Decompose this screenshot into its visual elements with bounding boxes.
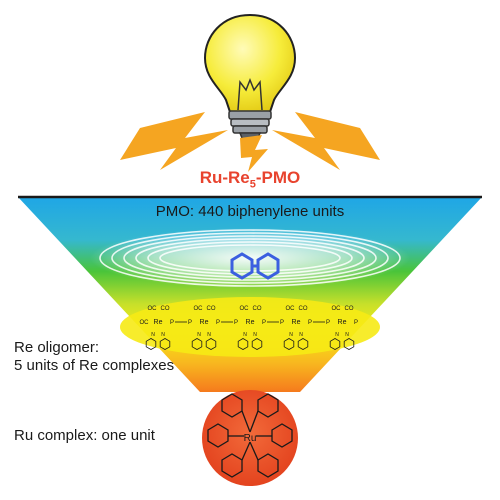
re-unit-n-label: N: [161, 332, 165, 338]
re-unit-pyridine-ring: [297, 338, 309, 350]
re-unit-bridge-label: P: [326, 320, 330, 326]
pmo-label: PMO: 440 biphenylene units: [155, 203, 345, 220]
re-unit-co-label: CO: [161, 306, 170, 312]
re-oligomer-description: 5 units of Re complexes: [14, 357, 175, 374]
re-unit-pyridine-ring: [329, 338, 341, 350]
re-unit-bridge-label: P: [354, 320, 358, 326]
re-unit-bridge-label: P: [188, 320, 192, 326]
re-unit-co-label: CO: [299, 306, 308, 312]
title-subscript: 5: [249, 178, 256, 191]
re-unit-metal-label: Re: [292, 319, 301, 326]
re-unit-oc-label: OC: [332, 306, 342, 312]
re-unit-bridge-label: P: [280, 320, 284, 326]
re-unit-pyridine-ring: [145, 338, 157, 350]
re-unit-pyridine-ring: [251, 338, 263, 350]
ru-complex-label: Ru complex: one unit: [14, 427, 155, 444]
re-unit-oc-label: OC: [140, 320, 150, 326]
re-unit-metal-label: Re: [338, 319, 347, 326]
lightning-bolt-icon: [120, 112, 380, 172]
re-unit-oc-label: OC: [240, 306, 250, 312]
re-unit-n-label: N: [243, 332, 247, 338]
biphenylene-structure: [230, 252, 280, 280]
re-unit-n-label: N: [151, 332, 155, 338]
title-main: Ru-Re: [199, 168, 250, 187]
re-unit-co-label: CO: [253, 306, 262, 312]
re-unit-pyridine-ring: [237, 338, 249, 350]
re-unit-bridge-label: P: [170, 320, 174, 326]
re-unit-oc-label: OC: [194, 306, 204, 312]
re-unit-n-label: N: [289, 332, 293, 338]
re-unit-n-label: N: [335, 332, 339, 338]
re-unit-pyridine-ring: [283, 338, 295, 350]
re-unit-pyridine-ring: [191, 338, 203, 350]
re-unit-pyridine-ring: [159, 338, 171, 350]
re-unit-metal-label: Re: [200, 319, 209, 326]
re-unit-metal-label: Re: [154, 319, 163, 326]
re-unit-bridge-label: P: [308, 320, 312, 326]
light-bulb-icon: [203, 13, 297, 144]
ru-metal-label: Ru: [244, 433, 257, 444]
re-unit-oc-label: OC: [286, 306, 296, 312]
re-unit-n-label: N: [299, 332, 303, 338]
re-unit-n-label: N: [197, 332, 201, 338]
complex-title: Ru-Re5-PMO: [0, 168, 500, 190]
re-unit-bridge-label: P: [216, 320, 220, 326]
re-unit-co-label: CO: [207, 306, 216, 312]
re-unit-metal-label: Re: [246, 319, 255, 326]
re-unit-oc-label: OC: [148, 306, 158, 312]
re-unit-n-label: N: [345, 332, 349, 338]
re-unit-pyridine-ring: [205, 338, 217, 350]
re-unit-n-label: N: [253, 332, 257, 338]
re-unit-pyridine-ring: [343, 338, 355, 350]
title-suffix: -PMO: [255, 168, 301, 187]
re-oligomer-label: Re oligomer:: [14, 339, 100, 356]
re-unit-n-label: N: [207, 332, 211, 338]
re-oligomer-band: [120, 297, 380, 357]
re-unit-bridge-label: P: [262, 320, 266, 326]
re-unit-bridge-label: P: [234, 320, 238, 326]
re-unit-co-label: CO: [345, 306, 354, 312]
ru-complex: [202, 390, 298, 486]
